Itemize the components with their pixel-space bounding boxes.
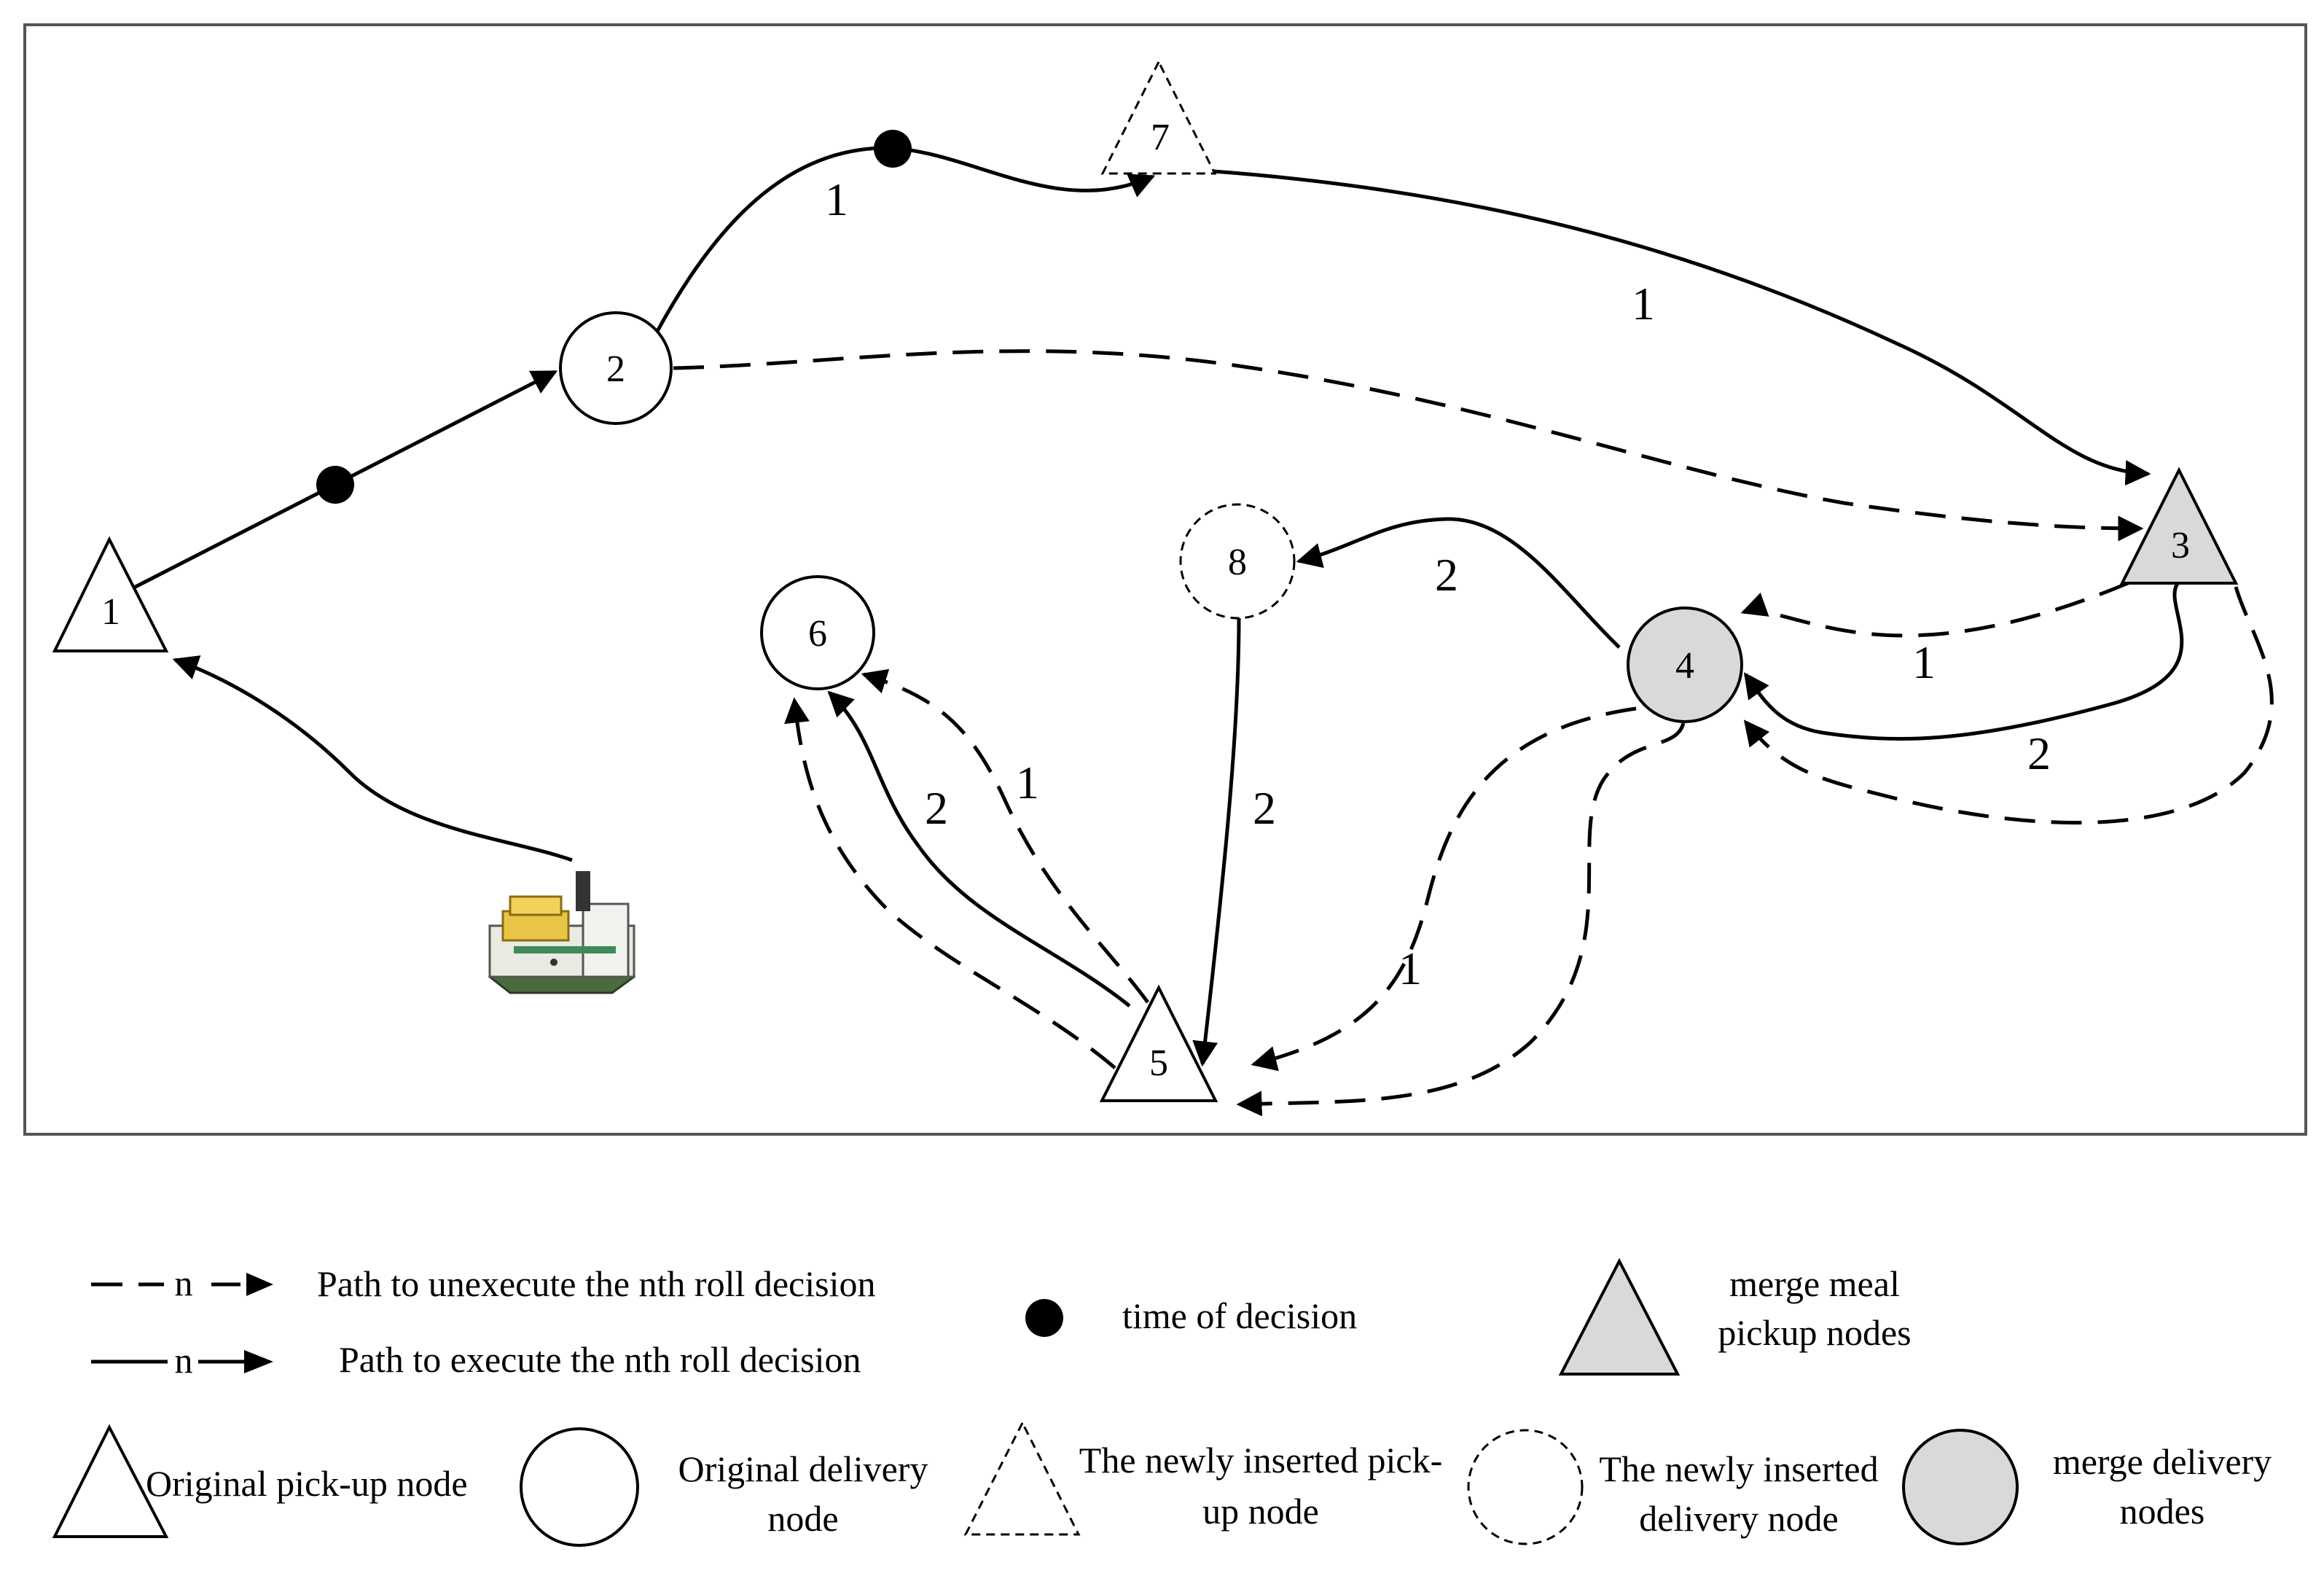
edge-label: 2 [1435,549,1458,601]
node-label: 5 [1149,1042,1168,1084]
edge-2-to-7 [654,146,1156,335]
node-label: 1 [101,591,120,633]
edge-5-to-6-dashed-outer [784,697,1116,1069]
edge-label: 1 [825,173,848,225]
legend-original-delivery-line1: Original delivery [678,1448,928,1489]
edge-vehicle-to-1 [172,655,573,862]
legend-merge-pickup: merge meal pickup nodes [1558,1257,1912,1376]
legend-dashed-marker: n [175,1263,193,1303]
legend-merge-pickup-line2: pickup nodes [1718,1312,1911,1353]
node-2: 2 [559,311,673,425]
edge-3-to-4-solid [1743,580,2184,741]
legend-new-pickup-line1: The newly inserted pick- [1079,1440,1442,1481]
edge-label: 1 [1632,278,1655,329]
edge-label: 1 [1016,757,1039,808]
delivery-robot-icon [488,871,636,994]
edge-3-to-4-dashed-outer [1743,586,2274,825]
edge-label: 1 [1912,636,1936,688]
node-label: 2 [606,348,625,390]
legend-merge-delivery: merge delivery nodes [1902,1429,2272,1545]
edge-5-to-6-solid [827,690,1131,1007]
edge-8-to-5 [1192,617,1241,1067]
legend-decision: time of decision [1025,1295,1357,1337]
legend-merge-delivery-line2: nodes [2120,1491,2205,1532]
legend-original-delivery-line2: node [767,1498,838,1539]
legend-dashed-path: n Path to unexecute the nth roll decisio… [91,1263,875,1304]
node-label: 4 [1675,645,1694,687]
legend-new-pickup: The newly inserted pick- up node [963,1420,1442,1536]
node-7: 7 [1100,59,1217,175]
edge-label: 2 [2027,727,2051,779]
decision-dot-icon [874,130,912,168]
legend-merge-pickup-line1: merge meal [1729,1263,1900,1304]
edge-4-to-5-dashed-a [1251,706,1637,1072]
legend-decision-text: time of decision [1122,1295,1357,1336]
node-5: 5 [1099,984,1218,1102]
legend-original-pickup-text: Original pick-up node [146,1463,468,1504]
edge-3-to-4-dashed [1740,581,2129,638]
edge-4-to-8 [1296,517,1621,649]
legend-new-delivery-line2: delivery node [1639,1498,1839,1539]
legend-merge-delivery-line1: merge delivery [2053,1441,2272,1482]
edge-label: 2 [1253,782,1276,834]
edge-7-to-3 [1213,169,2151,486]
decision-dot-icon [1025,1299,1063,1337]
decision-dot-icon [316,466,354,504]
node-3: 3 [2119,467,2239,585]
node-6: 6 [760,575,875,690]
legend-solid-text: Path to execute the nth roll decision [339,1339,861,1380]
legend-dashed-text: Path to unexecute the nth roll decision [317,1263,875,1304]
legend-new-pickup-line2: up node [1202,1491,1319,1532]
legend-new-delivery: The newly inserted delivery node [1467,1429,1879,1545]
edge-label: 2 [925,782,948,834]
edge-2-to-3-dashed [673,349,2144,542]
node-label: 3 [2171,525,2190,566]
node-label: 8 [1228,542,1247,583]
edge-label: 1 [1398,943,1422,994]
diagram-frame [23,23,2307,1136]
legend-new-delivery-line1: The newly inserted [1599,1448,1878,1489]
legend-original-pickup: Original pick-up node [52,1424,468,1538]
edge-5-to-6-dashed-inner [861,668,1150,1004]
node-8: 8 [1179,503,1296,620]
legend-solid-marker: n [175,1340,193,1381]
legend-solid-path: n Path to execute the nth roll decision [91,1339,861,1381]
node-label: 7 [1151,117,1170,158]
node-1: 1 [52,536,169,652]
node-label: 6 [808,613,827,655]
edge-4-to-5-dashed-b [1236,722,1686,1117]
node-4: 4 [1627,606,1743,723]
legend-original-delivery: Original delivery node [520,1427,928,1547]
